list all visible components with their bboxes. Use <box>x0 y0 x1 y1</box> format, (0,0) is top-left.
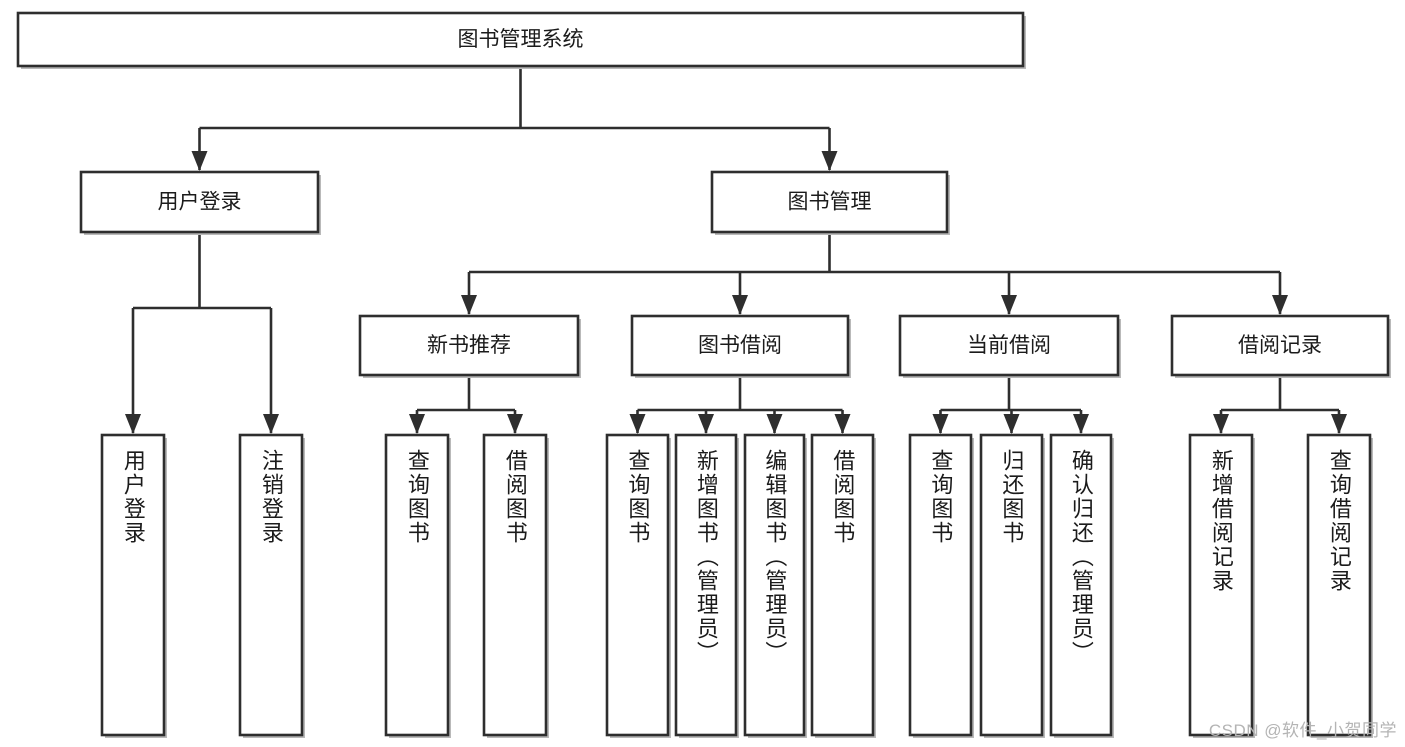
arrow-head-icon <box>1331 414 1347 434</box>
node-leaf[interactable] <box>1049 433 1113 737</box>
arrow-head-icon <box>698 414 714 434</box>
node-level3[interactable] <box>358 314 580 377</box>
arrow-head-icon <box>1073 414 1089 434</box>
node-level3[interactable] <box>1170 314 1390 377</box>
arrow-head-icon <box>1001 295 1017 315</box>
arrow-head-icon <box>834 414 851 434</box>
node-leaf[interactable] <box>908 433 973 737</box>
arrow-head-icon <box>409 414 425 434</box>
node-boxes-layer <box>16 11 1391 738</box>
arrow-head-icon <box>125 414 141 434</box>
arrow-head-icon <box>821 151 838 171</box>
node-leaf[interactable] <box>482 433 548 737</box>
arrow-head-icon <box>629 414 646 434</box>
node-leaf[interactable] <box>743 433 806 737</box>
arrow-head-icon <box>1003 414 1020 434</box>
connectors-layer <box>125 66 1347 434</box>
node-label: 借阅记录 <box>1238 334 1322 357</box>
node-leaf[interactable] <box>979 433 1044 737</box>
node-leaf[interactable] <box>100 433 166 737</box>
node-label: 当前借阅 <box>967 334 1051 357</box>
node-level3[interactable] <box>630 314 850 377</box>
node-level3[interactable] <box>898 314 1120 377</box>
node-label: 新书推荐 <box>427 334 511 357</box>
node-leaf[interactable] <box>384 433 450 737</box>
arrow-head-icon <box>1272 295 1288 315</box>
arrow-head-icon <box>1213 414 1229 434</box>
node-leaf[interactable] <box>810 433 875 737</box>
arrow-head-icon <box>932 414 949 434</box>
node-label: 用户登录 <box>158 191 242 214</box>
node-root[interactable] <box>16 11 1025 68</box>
node-leaf[interactable] <box>1188 433 1254 737</box>
node-label: 图书管理 <box>788 191 872 214</box>
node-level2[interactable] <box>79 170 320 234</box>
arrow-head-icon <box>191 151 208 171</box>
arrow-head-icon <box>766 414 783 434</box>
node-leaf[interactable] <box>238 433 304 737</box>
node-label: 图书管理系统 <box>458 28 584 51</box>
arrow-head-icon <box>461 295 477 315</box>
node-label: 图书借阅 <box>698 334 782 357</box>
arrow-head-icon <box>507 414 523 434</box>
node-leaf[interactable] <box>674 433 738 737</box>
node-level2[interactable] <box>710 170 949 234</box>
watermark: CSDN @软件_小贺同学 <box>1208 721 1397 740</box>
arrow-head-icon <box>732 295 748 315</box>
node-leaf[interactable] <box>605 433 670 737</box>
node-leaf[interactable] <box>1306 433 1372 737</box>
arrow-head-icon <box>263 414 279 434</box>
